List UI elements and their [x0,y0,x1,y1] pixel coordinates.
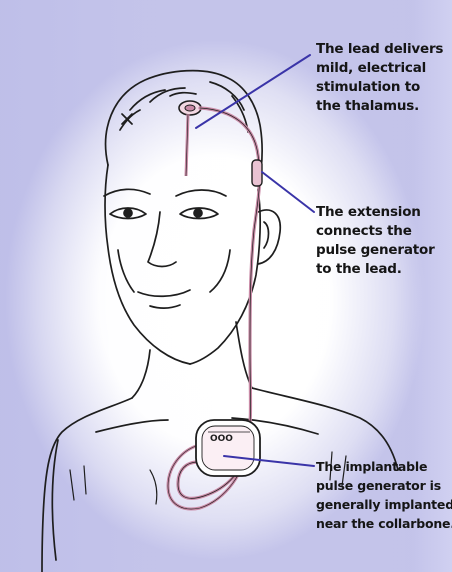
callout-lead: The lead delivers mild, electrical stimu… [316,40,443,116]
pupil-right [194,209,202,217]
callout-extension: The extension connects the pulse generat… [316,203,435,279]
nose [148,212,176,267]
callout-extension-line-1: The extension [316,203,435,222]
callout-lead-line-1: The lead delivers [316,40,443,59]
callout-extension-line-3: pulse generator [316,241,435,260]
extension-connector [252,160,262,186]
leader-line-extension [262,172,314,212]
neck-left [132,350,150,398]
mouth-shadow [150,305,180,308]
eyebrow-left [104,189,150,196]
callout-lead-line-3: stimulation to [316,78,443,97]
shoulder-left [42,398,132,572]
callout-generator-line-1: The implantable [316,457,452,476]
hair-x-mark [122,114,132,124]
arm-left [52,440,58,560]
mouth [138,290,190,296]
callout-generator-line-4: near the collarbone. [316,514,452,533]
generator-inner [202,426,254,470]
generator-marking: OOO [210,434,233,444]
callout-extension-line-4: to the lead. [316,260,435,279]
eyebrow-right [176,190,226,196]
callout-extension-line-2: connects the [316,222,435,241]
callout-generator-line-3: generally implanted [316,495,452,514]
burr-hole-center [185,105,195,111]
callout-lead-line-2: mild, electrical [316,59,443,78]
pupil-left [124,209,132,217]
callout-generator-line-2: pulse generator is [316,476,452,495]
collarbone-left [96,420,168,432]
leader-line-lead [196,55,310,128]
pulse-generator: OOO [196,420,260,476]
callout-lead-line-4: the thalamus. [316,97,443,116]
leader-lines [196,55,314,466]
callout-generator: The implantable pulse generator is gener… [316,457,452,533]
cheek-lines [118,250,230,292]
ear [258,210,280,264]
lead-assembly [179,101,201,176]
